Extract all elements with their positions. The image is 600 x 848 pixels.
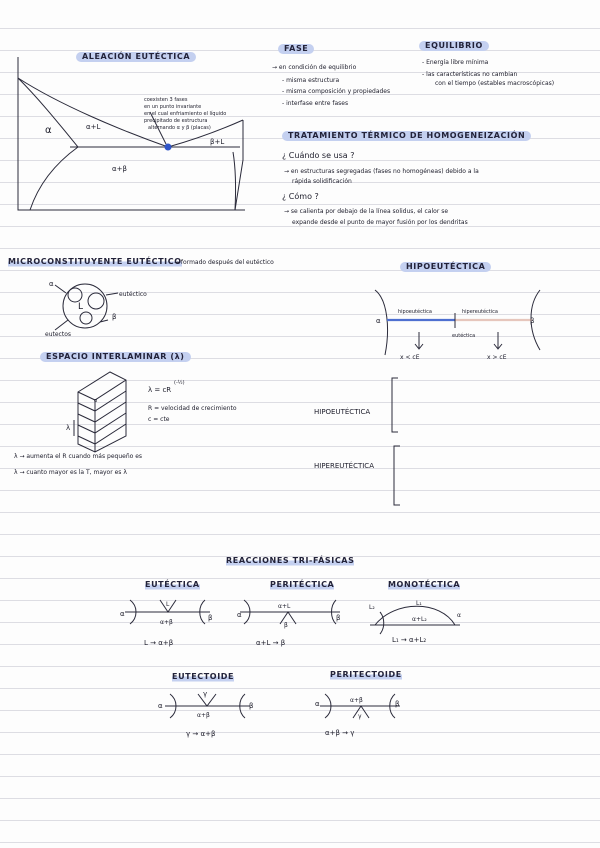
label-hyper-region: hipereutéctica (462, 309, 498, 315)
heading-hipoeutectica: HIPOEUTÉCTICA (400, 262, 492, 272)
row-hipereutectica: HIPEREUTÉCTICA (314, 462, 374, 470)
tri-phase-diagrams (125, 599, 460, 719)
micro-description: → formado después del eutéctico (174, 259, 274, 266)
micro-label-beta: β (112, 313, 117, 321)
hipo-beta: β (530, 317, 535, 325)
equilibrio-item: - las características no cambian (422, 71, 518, 78)
eutectoide-right: β (249, 702, 254, 710)
lamellar-stack (73, 371, 127, 453)
eutectica-top: L (166, 601, 170, 608)
peritectica-right: β (336, 614, 341, 622)
condition-greater-than: x > cE (487, 354, 507, 361)
hipo-alpha: α (376, 317, 381, 325)
row-hipoeutectica: HIPOEUTÉCTICA (314, 408, 371, 416)
eutectoide-bottom: α+β (197, 712, 210, 719)
lambda-note-2: λ → cuanto mayor es la T, mayor es λ (14, 469, 127, 476)
heading-microconstituyente: MICROCONSTITUYENTE EUTÉCTICO (8, 257, 182, 267)
peritectoide-bottom: γ (358, 713, 362, 720)
microconstituent-sketch (54, 283, 119, 331)
answer-como-2: expande desde el punto de mayor fusión p… (292, 219, 468, 226)
heading-fase: FASE (278, 44, 315, 54)
stack-alpha: α (94, 398, 98, 404)
question-cuando: ¿ Cuándo se usa ? (282, 151, 355, 160)
answer-cuando: → en estructuras segregadas (fases no ho… (284, 168, 479, 175)
question-como: ¿ Cómo ? (282, 192, 319, 201)
peritectoide-equation: α+β → γ (325, 729, 355, 737)
fase-item: - interfase entre fases (282, 100, 349, 107)
eutectica-right: β (208, 614, 213, 622)
equilibrio-item: - Energía libre mínima (422, 59, 489, 66)
title-peritectica: PERITÉCTICA (270, 580, 335, 590)
phase-label-beta-l: β+L (210, 138, 225, 146)
micro-label-borders: eutectos (45, 331, 71, 338)
peritectica-left: α (237, 611, 242, 619)
formula-exponent: (-½) (174, 380, 185, 386)
note-coexisten: coexisten 3 fases (144, 97, 188, 103)
answer-como: → se calienta por debajo de la línea sol… (284, 208, 449, 215)
peritectica-bottom: β (284, 622, 288, 629)
peritectoide-top: α+β (350, 697, 363, 704)
fase-item: → en condición de equilibrio (272, 64, 357, 71)
heading-aleacion-eutectica: ALEACIÓN EUTÉCTICA (76, 52, 197, 62)
eutectica-bottom: α+β (160, 619, 173, 626)
monotectica-top: L₁ (416, 600, 422, 607)
condition-less-than: x < cE (400, 354, 420, 361)
eutectoide-equation: γ → α+β (186, 730, 216, 738)
peritectoide-left: α (315, 700, 320, 708)
monotectica-right: α (457, 612, 461, 619)
heading-espacio-interlaminar: ESPACIO INTERLAMINAR (λ) (40, 352, 191, 362)
peritectoide-right: β (395, 700, 400, 708)
definition-c: c = cte (148, 416, 170, 423)
micro-label-alpha: α (49, 280, 54, 288)
heading-equilibrio: EQUILIBRIO (419, 41, 489, 51)
eutectoide-left: α (158, 702, 163, 710)
monotectica-equation: L₁ → α+L₂ (392, 636, 427, 644)
equilibrio-item: con el tiempo (estables macroscópicas) (435, 80, 555, 87)
definition-r: R = velocidad de crecimiento (148, 405, 237, 412)
heading-reacciones: REACCIONES TRI-FÁSICAS (226, 556, 355, 566)
phase-label-alpha-beta: α+β (112, 165, 127, 173)
peritectica-equation: α+L → β (256, 639, 286, 647)
title-peritectoide: PERITECTOIDE (330, 670, 402, 680)
monotectica-bottom: α+L₂ (412, 616, 427, 623)
eutectoide-top: γ (203, 690, 208, 698)
phase-label-alpha-l: α+L (86, 123, 101, 131)
monotectica-left: L₂ (369, 604, 375, 611)
eutectic-phase-diagram (17, 57, 245, 211)
title-eutectica: EUTÉCTICA (145, 580, 200, 590)
heading-tratamiento: TRATAMIENTO TÉRMICO DE HOMOGENEIZACIÓN (282, 131, 532, 141)
note-punto-invariante: en un punto invariante (144, 104, 202, 110)
eutectica-equation: L → α+β (144, 639, 174, 647)
lambda-label: λ (66, 424, 71, 432)
answer-cuando-2: rápida solidificación (292, 178, 352, 185)
fase-item: - misma composición y propiedades (282, 88, 391, 95)
fase-item: - misma estructura (282, 77, 340, 84)
lambda-note-1: λ → aumenta el R cuando más pequeño es (14, 453, 143, 460)
peritectica-top: α+L (278, 603, 291, 610)
hypoeutectic-diagram (374, 289, 541, 506)
note-enfriamiento: en el cual enfriamiento el líquido (144, 111, 227, 117)
label-eutectic-point: eutéctica (452, 333, 476, 339)
micro-label-eutectic: eutéctico (119, 291, 147, 298)
micro-label-liquid: L (78, 302, 84, 312)
title-monotectica: MONOTÉCTICA (388, 580, 461, 590)
formula-lambda: λ = cR (148, 386, 172, 394)
phase-label-alpha: α (45, 125, 52, 136)
note-placas: alternando α y β (placas) (148, 125, 211, 131)
label-hypo-region: hipoeutéctica (398, 309, 432, 315)
note-precipitado: precipitado de estructura (144, 118, 208, 124)
title-eutectoide: EUTECTOIDE (172, 672, 235, 682)
eutectica-left: α (120, 610, 125, 618)
